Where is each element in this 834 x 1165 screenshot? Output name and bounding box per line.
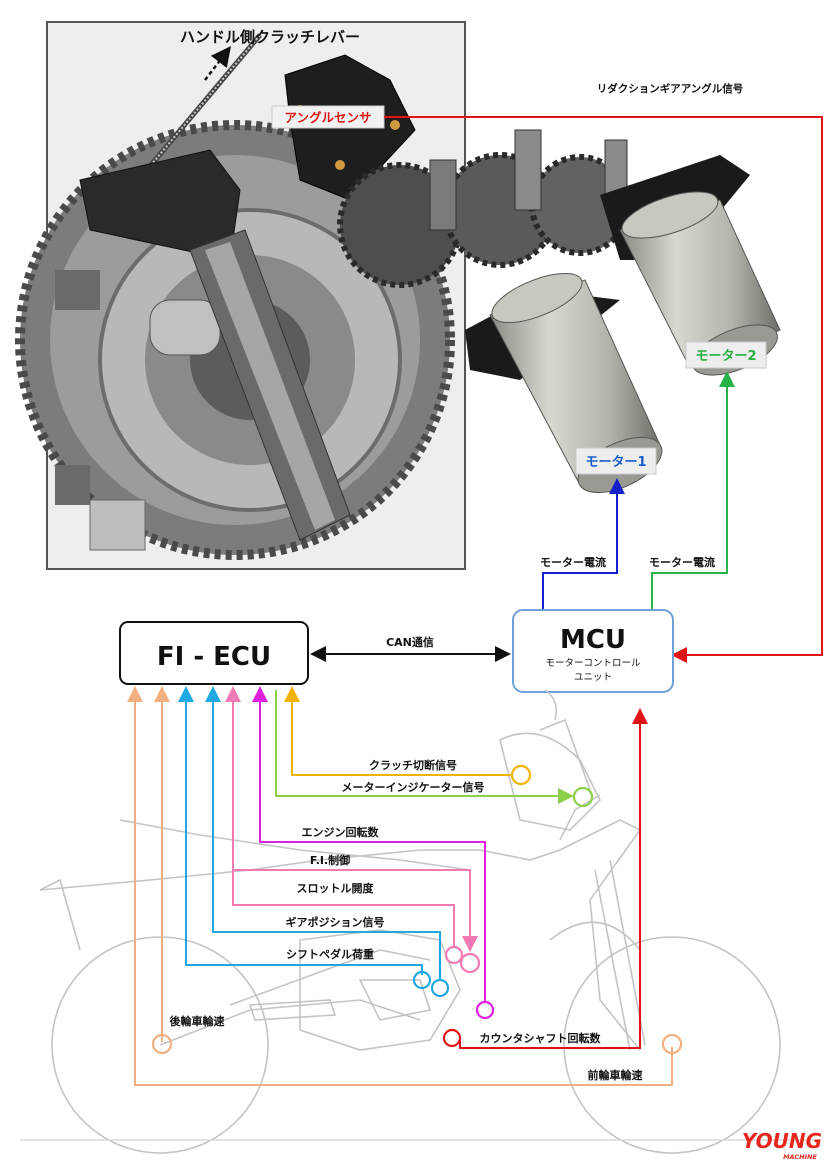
motor1-current-line <box>542 478 625 610</box>
motor1-label: モーター1 <box>585 455 646 470</box>
motor2-tag: モーター2 <box>685 341 767 369</box>
rear-wheel-label: 後輪車輪速 <box>170 1014 225 1028</box>
gear-position-line <box>205 686 441 980</box>
gear-motor-assembly <box>337 129 781 494</box>
cable-label: ハンドル側クラッチレバー <box>180 28 360 46</box>
angle-signal-line <box>384 116 823 663</box>
fi-ecu-title: FI - ECU <box>157 642 271 672</box>
front-wheel-line <box>127 686 673 1086</box>
logo-text: YOUNG <box>742 1129 822 1153</box>
motor1-tag: モーター1 <box>575 447 657 475</box>
angle-sensor-label: アングルセンサ <box>284 110 371 125</box>
angle-sensor-tag: アングルセンサ <box>271 105 385 129</box>
front-wheel-label: 前輪車輪速 <box>588 1068 643 1082</box>
mcu-title: MCU <box>560 625 626 655</box>
can-label: CAN通信 <box>386 635 434 649</box>
motor2-label: モーター2 <box>695 349 756 364</box>
shift-pedal-sensor <box>412 970 432 990</box>
mcu-subtitle-1: モーターコントロール <box>545 658 641 669</box>
meter-indicator-target <box>572 786 594 808</box>
fi-control-label: F.I.制御 <box>310 853 350 867</box>
rear-wheel-sensor <box>151 1033 173 1055</box>
gear-position-sensor <box>430 978 450 998</box>
engine-rpm-line <box>252 686 486 1003</box>
countershaft-label: カウンタシャフト回転数 <box>480 1031 602 1045</box>
mcu-box: MCU モーターコントロール ユニット <box>512 609 674 693</box>
countershaft-sensor <box>442 1028 462 1048</box>
shift-pedal-line <box>178 686 423 975</box>
clutch-photo <box>15 21 466 570</box>
meter-indicator-label: メーターインジケーター信号 <box>342 780 485 794</box>
motor2-current-line <box>651 371 735 610</box>
reduction-gear-angle-label: リダクションギアアングル信号 <box>597 82 744 95</box>
fi-ecu-box: FI - ECU <box>119 621 309 685</box>
motor-current-label-1: モーター電流 <box>540 555 606 569</box>
young-machine-logo: YOUNG MACHINE <box>742 1129 822 1161</box>
meter-indicator-line <box>275 690 574 804</box>
logo-sub: MACHINE <box>783 1153 817 1161</box>
fi-control-line <box>233 869 478 952</box>
mcu-subtitle-2: ユニット <box>574 672 612 683</box>
motor-current-label-2: モーター電流 <box>649 555 715 569</box>
engine-rpm-label: エンジン回転数 <box>302 825 380 839</box>
front-wheel-sensor <box>661 1033 683 1055</box>
throttle-line <box>225 686 455 947</box>
countershaft-line <box>459 708 648 1049</box>
throttle-sensor <box>444 945 464 965</box>
gear-position-label: ギアポジション信号 <box>286 915 385 929</box>
engine-rpm-sensor <box>475 1000 495 1020</box>
clutch-cut-line <box>284 686 512 776</box>
throttle-label: スロットル開度 <box>297 881 375 895</box>
fi-control-target <box>459 952 481 974</box>
shift-pedal-label: シフトペダル荷重 <box>286 947 374 961</box>
clutch-cut-label: クラッチ切断信号 <box>369 758 457 772</box>
clutch-cut-sensor <box>510 764 532 786</box>
